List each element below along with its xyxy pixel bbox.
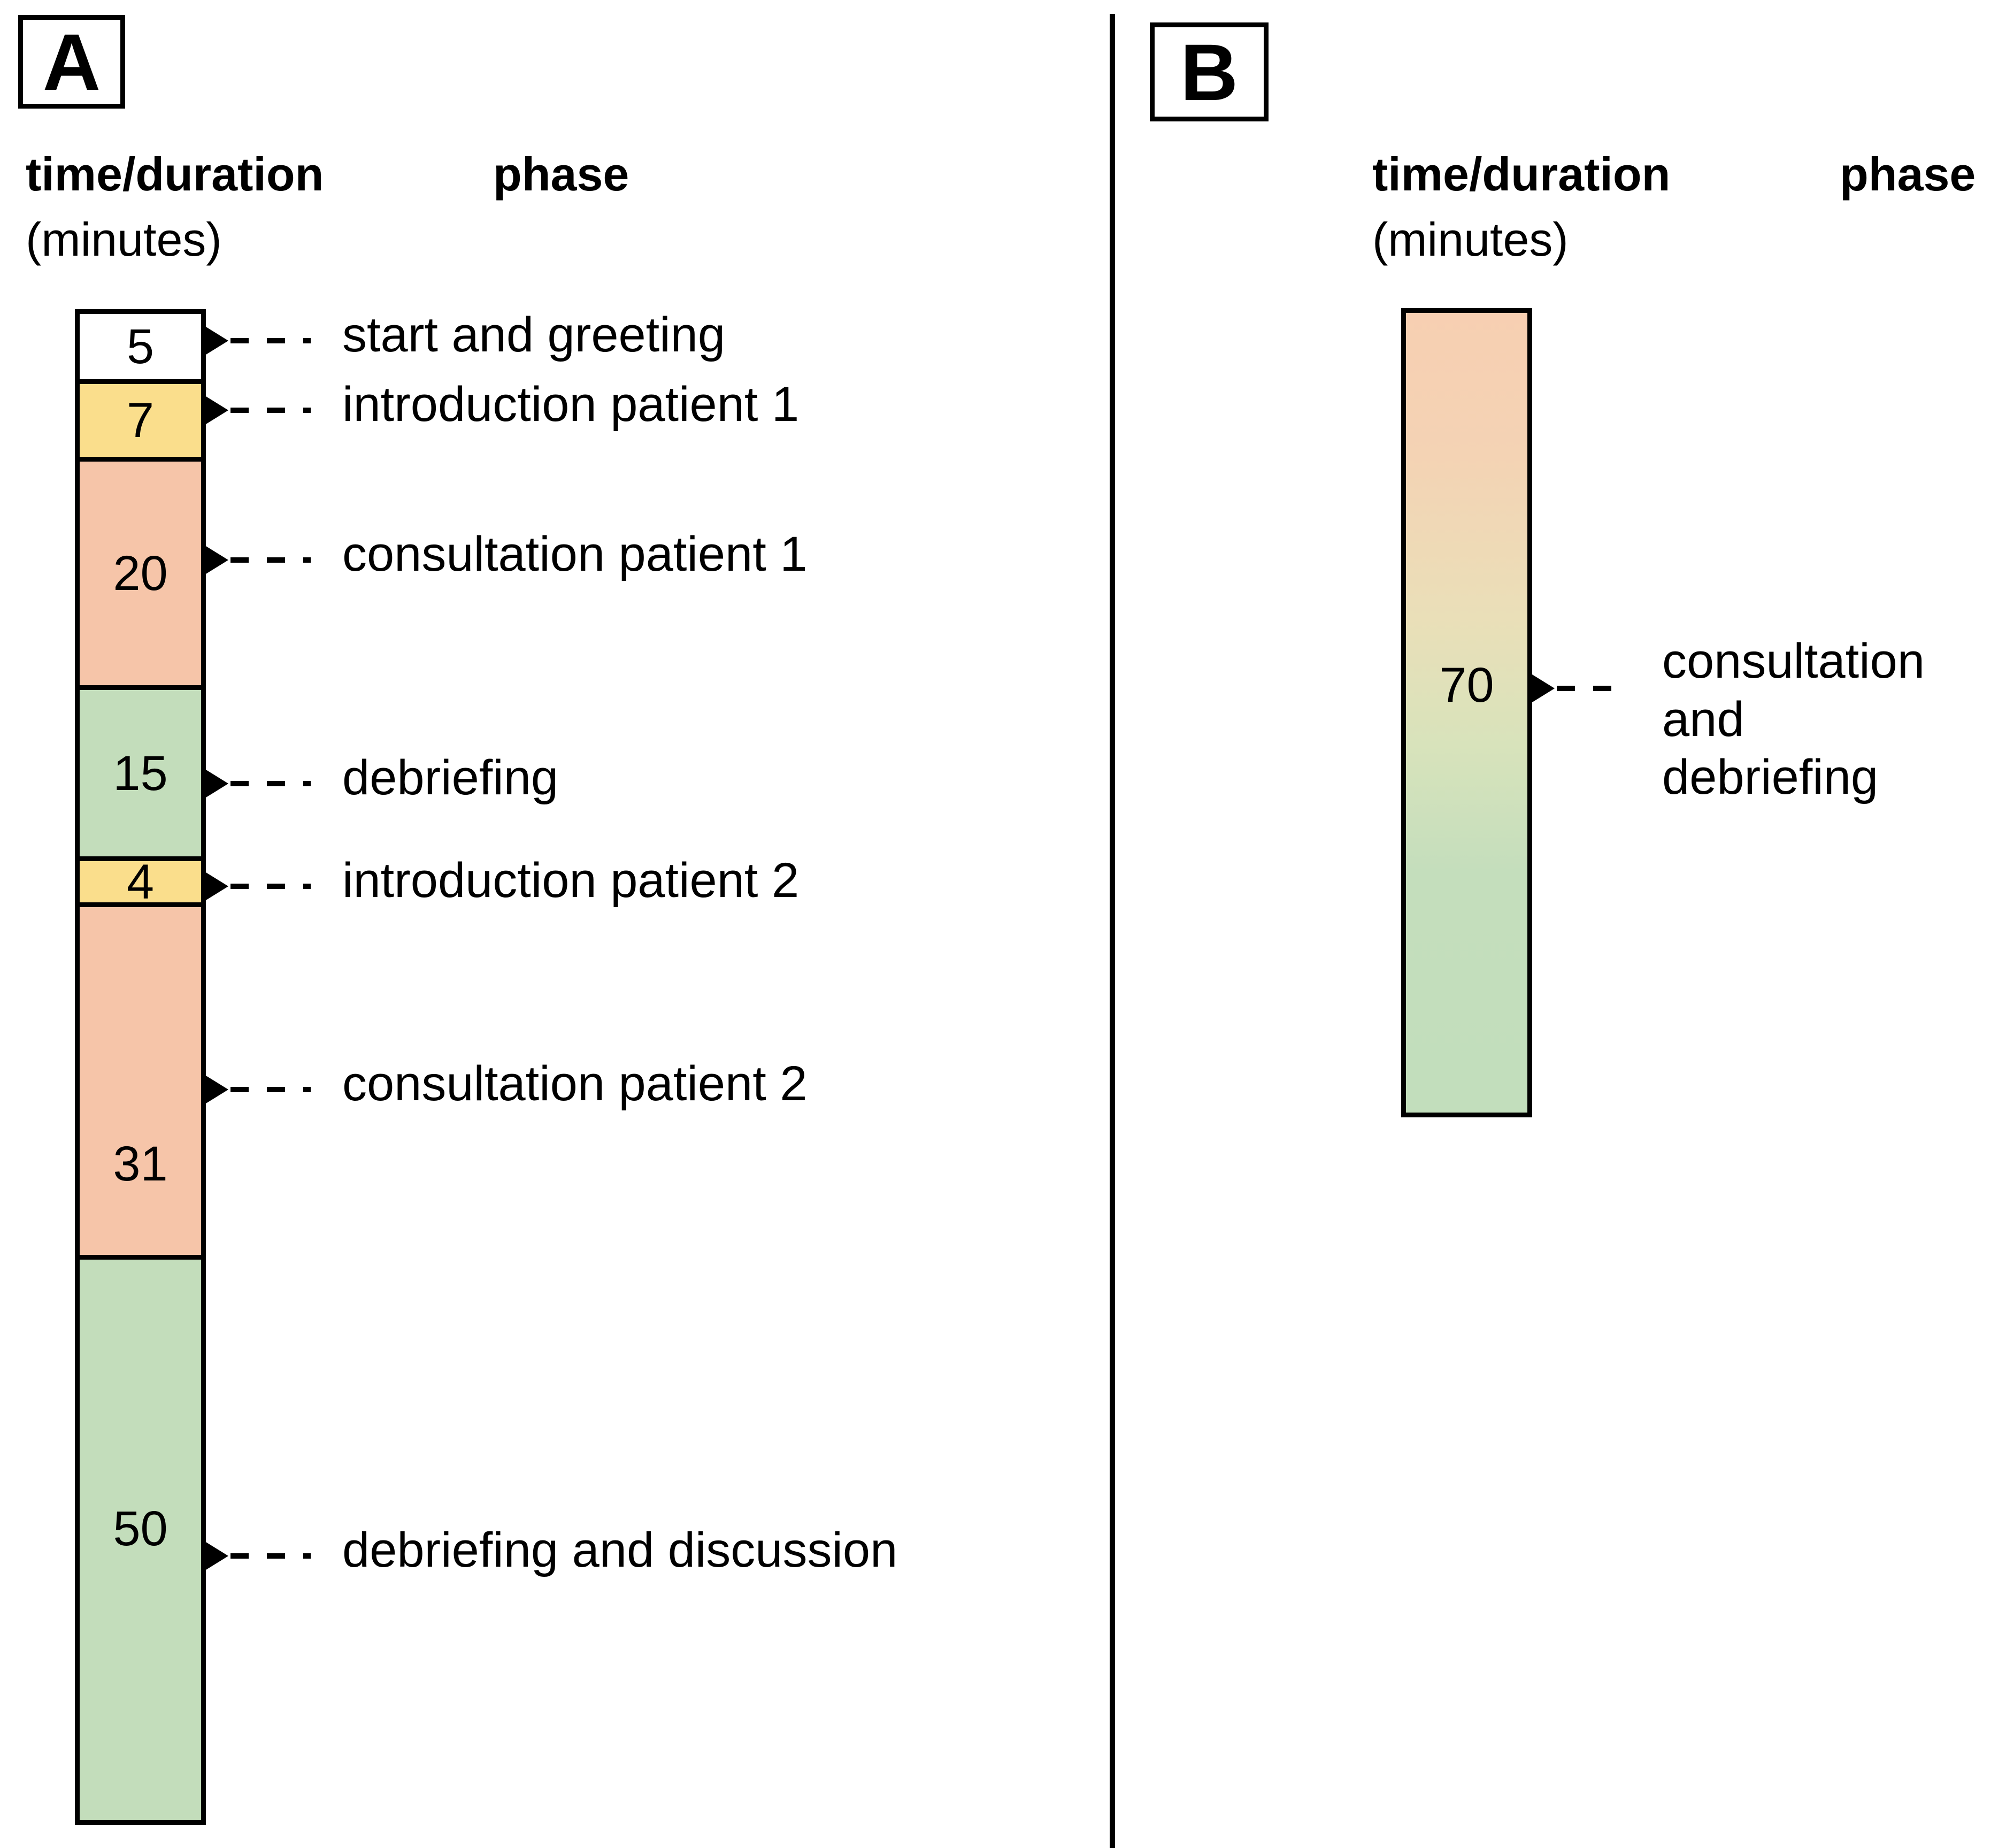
dashed-line [230,884,311,889]
panel-b-gradient-bar: 70 [1401,308,1532,1117]
phase-label-debriefing-and-discussion: debriefing and discussion [342,1523,898,1577]
dashed-line [230,1087,311,1092]
arrow-right-icon [206,327,228,355]
leader-debriefing [206,770,311,798]
dashed-line [230,408,311,413]
arrow-right-icon [206,396,228,424]
arrow-right-icon [206,1076,228,1103]
bar-segment-debriefing-and-discussion: 50 [80,1255,201,1820]
bar-segment-start-and-greeting: 5 [80,314,201,379]
bar-segment-debriefing: 15 [80,685,201,856]
phase-label-debriefing: debriefing [342,750,559,805]
arrow-right-icon [1532,674,1555,702]
phase-label-line-3: debriefing [1662,750,1879,805]
bar-segment-introduction-patient-2: 4 [80,856,201,907]
phase-label-line-2: and [1662,692,1744,747]
segment-value-label: 20 [113,546,168,601]
panel-b-header-phase: phase [1840,148,1976,201]
panel-b-header-time-unit: (minutes) [1372,213,1569,266]
panel-badge-a: A [18,15,125,109]
segment-value-label: 4 [126,854,155,909]
segment-value-label: 31 [113,1137,168,1191]
phase-label-introduction-patient-2: introduction patient 2 [342,853,800,908]
leader-consultation-and-debriefing [1532,674,1620,702]
leader-introduction-patient-1 [206,396,311,424]
phase-label-consultation-patient-2: consultation patient 2 [342,1056,808,1111]
segment-value-label: 7 [126,393,155,448]
dashed-line [230,338,311,343]
phase-label-start-and-greeting: start and greeting [342,308,726,362]
arrow-right-icon [206,546,228,574]
panel-badge-b: B [1150,22,1269,121]
bar-segment-consultation-patient-2: 31 [80,902,201,1255]
segment-value-label: 50 [113,1501,168,1556]
panel-a-header-phase: phase [493,148,629,201]
segment-value-label: 15 [113,746,168,801]
phase-label-consultation-patient-1: consultation patient 1 [342,527,808,581]
phase-label-line-1: consultation [1662,634,1925,688]
segment-value-label: 70 [1439,658,1494,712]
leader-consultation-patient-2 [206,1076,311,1103]
phase-label-consultation-and-debriefing: consultation and debriefing [1662,632,1994,807]
dashed-line [230,557,311,563]
segment-value-label: 5 [126,319,155,374]
dashed-line [230,781,311,786]
leader-start-and-greeting [206,327,311,355]
phase-label-introduction-patient-1: introduction patient 1 [342,377,800,432]
leader-debriefing-and-discussion [206,1542,311,1570]
dashed-line [1557,686,1620,691]
panel-a-stacked-bar: 5 7 20 15 4 31 50 [75,309,206,1825]
dashed-line [230,1553,311,1559]
panel-b-header-time: time/duration [1372,148,1671,201]
bar-segment-consultation-patient-1: 20 [80,457,201,685]
leader-consultation-patient-1 [206,546,311,574]
arrow-right-icon [206,770,228,798]
arrow-right-icon [206,1542,228,1570]
leader-introduction-patient-2 [206,872,311,900]
panel-a-header-time-unit: (minutes) [26,213,222,266]
bar-segment-introduction-patient-1: 7 [80,379,201,457]
arrow-right-icon [206,872,228,900]
panel-divider [1110,14,1115,1848]
panel-a-header-time: time/duration [26,148,324,201]
